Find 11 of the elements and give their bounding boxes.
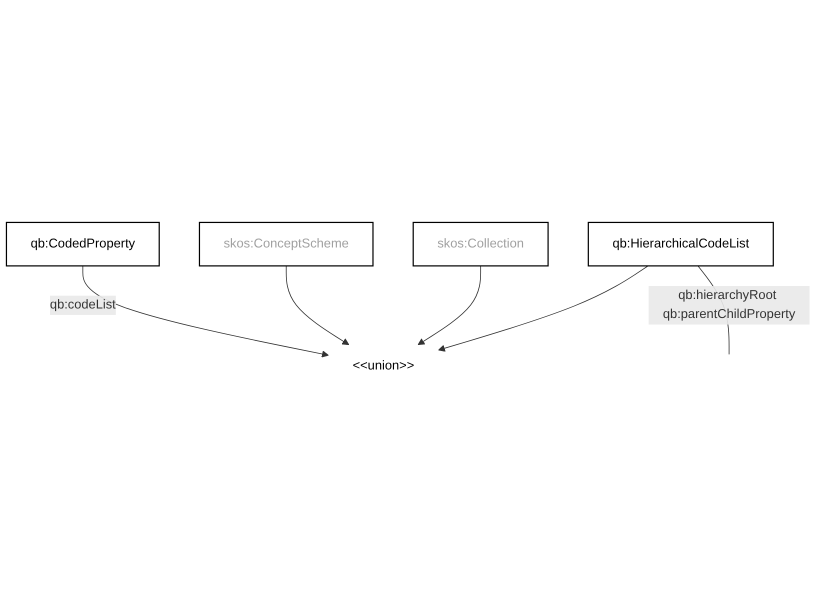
edge-label: qb:hierarchyRoot qb:parentChildProperty <box>662 288 796 322</box>
edge-label: qb:codeList <box>50 298 116 312</box>
arrow <box>286 266 350 346</box>
node-box: skos:ConceptScheme <box>198 222 374 267</box>
arrow <box>438 266 649 352</box>
arrow <box>82 266 329 358</box>
arrow <box>418 266 482 346</box>
node-box: qb:CodedProperty <box>6 222 160 267</box>
node-box: qb:HierarchicalCodeList <box>588 222 774 267</box>
node-text: <<union>> <box>352 359 414 374</box>
node-box: skos:Collection <box>412 222 549 267</box>
